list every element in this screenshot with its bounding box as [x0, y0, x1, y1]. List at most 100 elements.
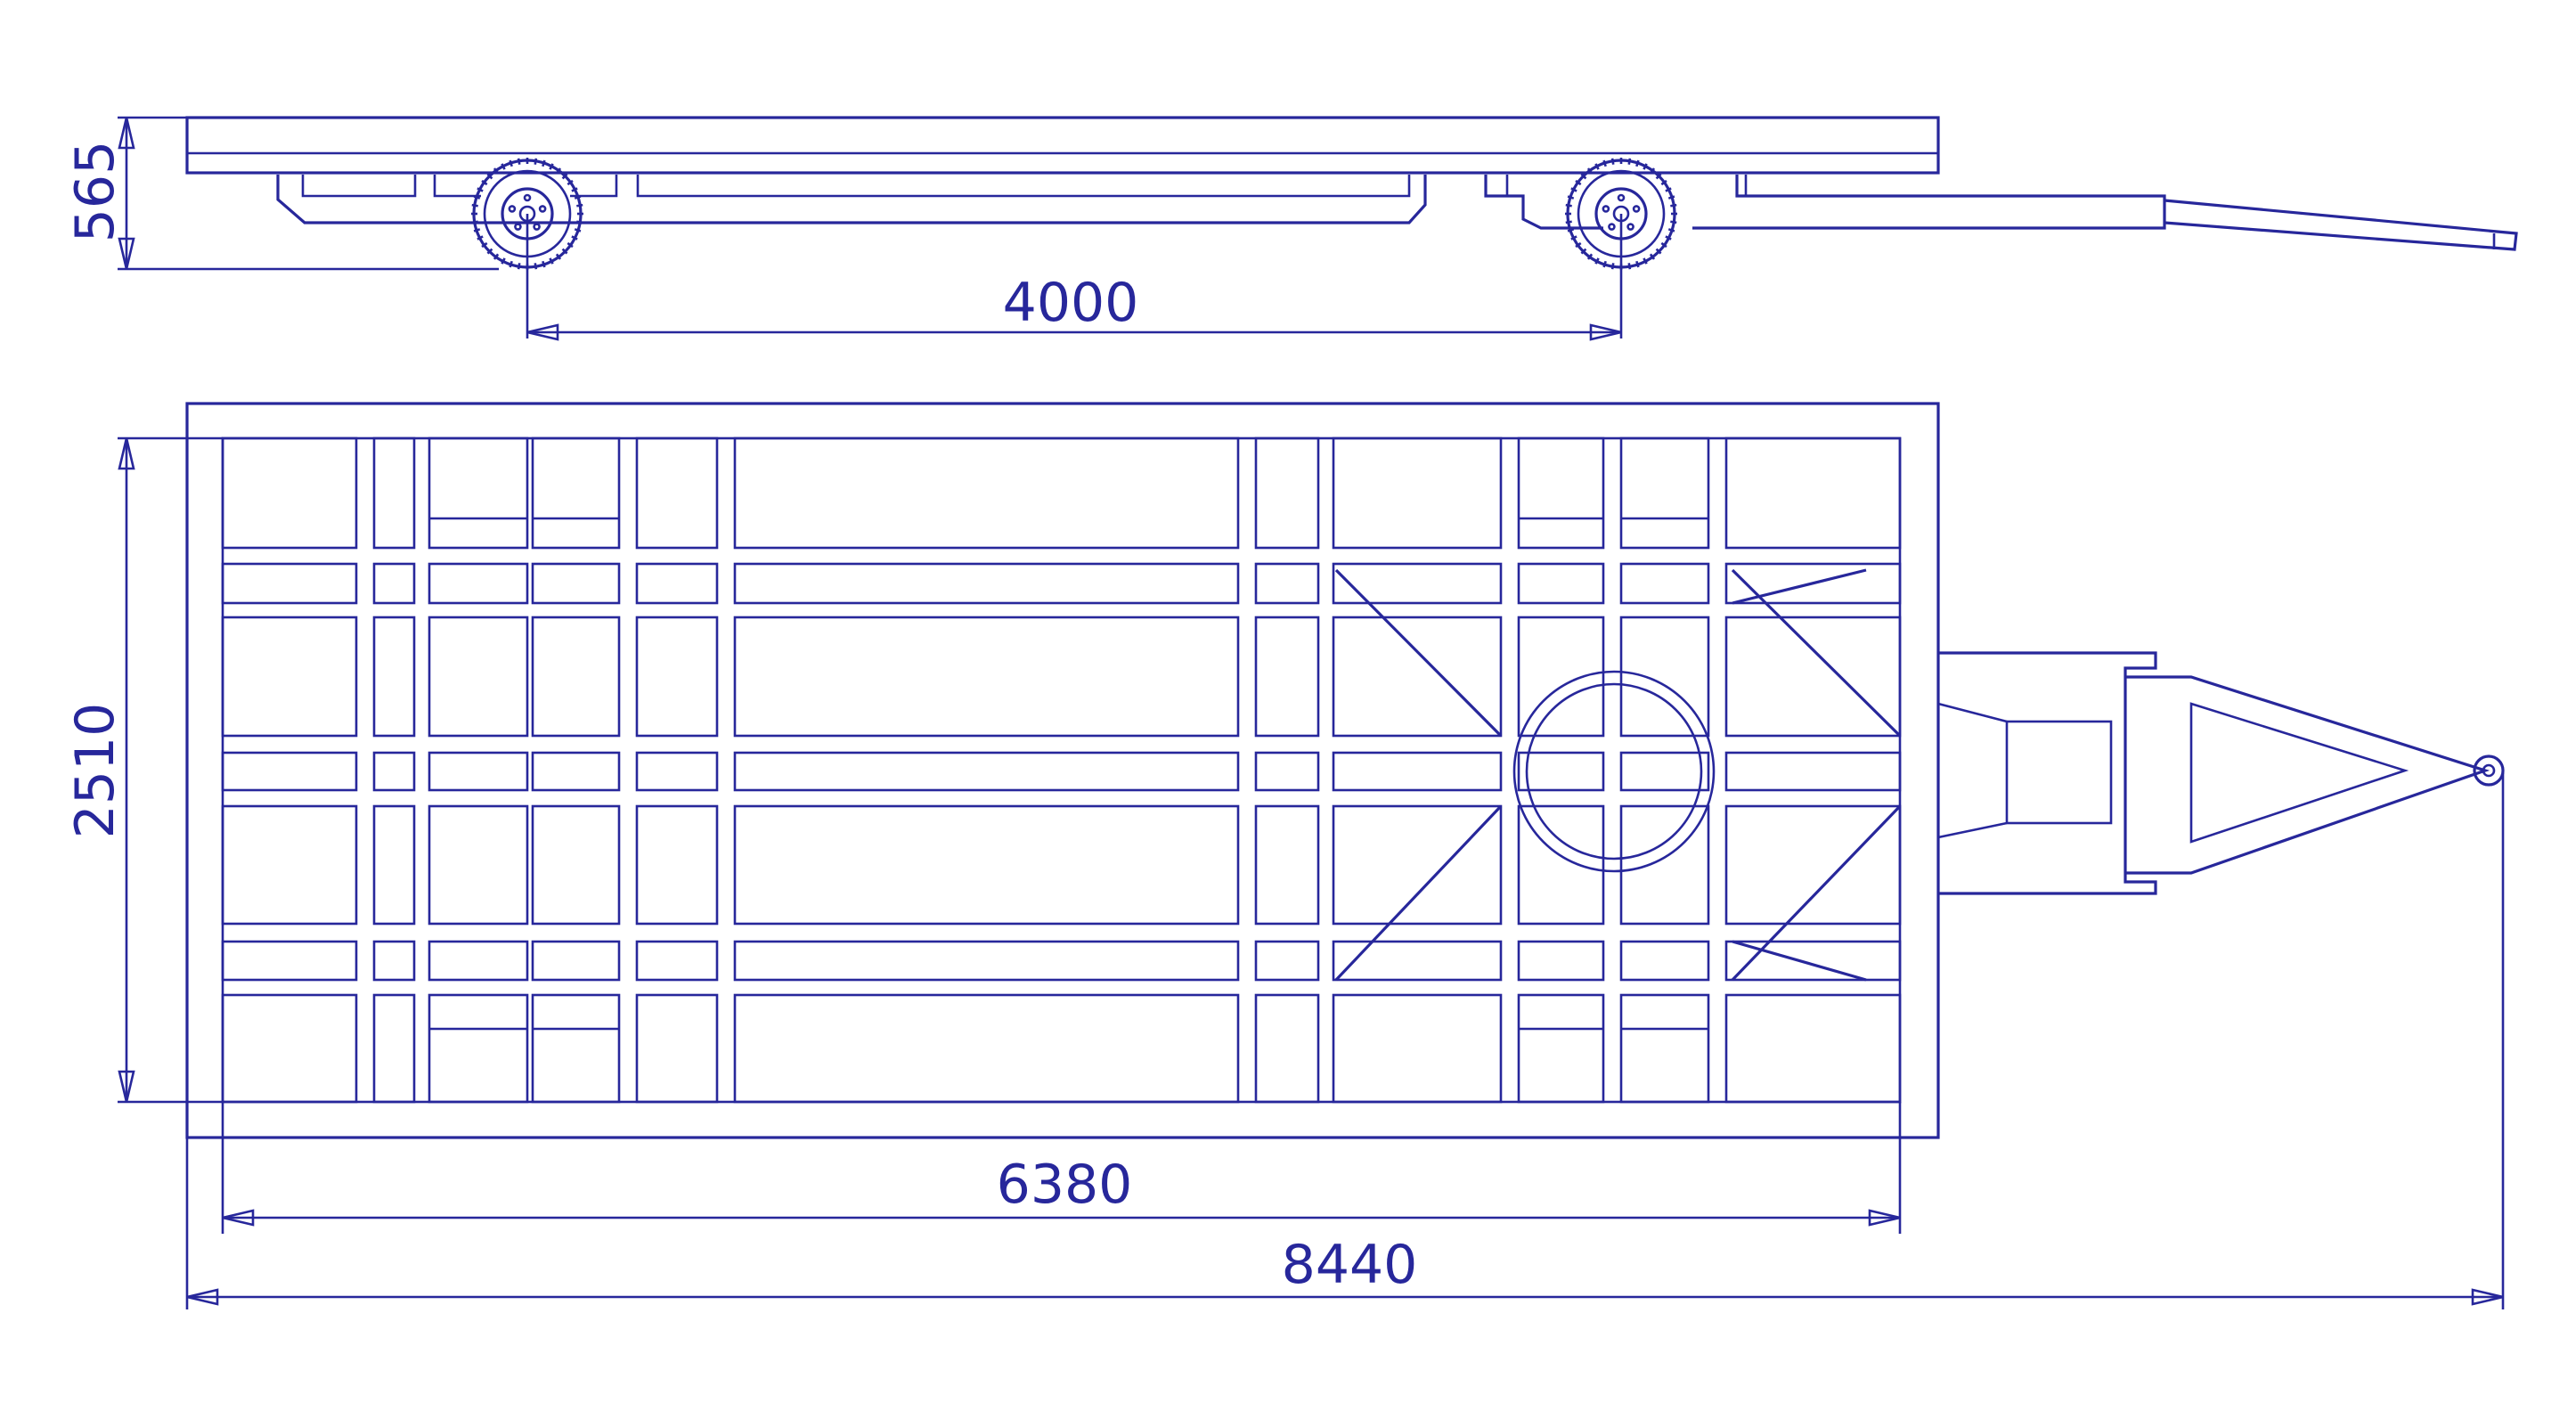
- deck-panel-r4-c9: [1619, 804, 1710, 926]
- deck-panel-r1-c4: [635, 562, 719, 605]
- deck-panel-r3-c1: [372, 751, 416, 792]
- deck-panel-r4-c4: [635, 804, 719, 926]
- front-wheel-tread: [517, 263, 521, 270]
- deck-panel-r1-c0: [221, 562, 358, 605]
- deck-panel-r4-c0: [221, 804, 358, 926]
- frame-box-2: [433, 175, 481, 198]
- deck-panel-r0-c6: [1254, 436, 1320, 550]
- front-wheel-tread: [509, 260, 513, 268]
- height-dim-arrow-bottom: [118, 237, 135, 270]
- front-wheel-tread: [555, 253, 562, 260]
- front-wheel-tread: [567, 241, 574, 249]
- deck-panel-r0-c9: [1619, 436, 1710, 550]
- rear-wheel-tread: [1565, 220, 1572, 224]
- deck-panel-r6-c8: [1517, 993, 1605, 1104]
- rear-wheel-tread: [1580, 173, 1587, 180]
- rear-wheel-tread: [1570, 235, 1577, 241]
- front-wheel-tread: [542, 159, 546, 167]
- deck-panel-r2-c6: [1254, 616, 1320, 738]
- deck-panel-r6-c7: [1332, 993, 1503, 1104]
- rear-wheel-tread: [1649, 167, 1656, 175]
- dimension-wheelbase-label: 4000: [1003, 272, 1139, 334]
- front-wheel-lug: [523, 193, 532, 202]
- deck-panel-r0-c0: [221, 436, 358, 550]
- dimension-height-label: 565: [64, 141, 126, 243]
- drawbar-triangle: [2125, 675, 2490, 875]
- dimension-overall-length-label: 8440: [1282, 1234, 1418, 1296]
- front-wheel-tread: [534, 158, 538, 165]
- front-wheel-tread: [517, 158, 521, 165]
- front-wheel-tread: [501, 257, 506, 265]
- diagonal-brace-5: [1732, 940, 1867, 982]
- deck-panel-r1-c7: [1332, 562, 1503, 605]
- rear-wheel-lug: [1626, 223, 1634, 231]
- deck-panel-r4-c5: [733, 804, 1240, 926]
- turntable-ring: [1512, 670, 1716, 873]
- rear-wheel-tread: [1610, 263, 1615, 270]
- deck-panel-r2-c8: [1517, 616, 1605, 738]
- deck-panel-r3-c6: [1254, 751, 1320, 792]
- overall-dim-arrow-right: [2471, 1288, 2504, 1306]
- rear-wheel-tread: [1649, 253, 1656, 260]
- rear-wheel-tread: [1643, 163, 1648, 170]
- rear-wheel-tread: [1667, 228, 1675, 232]
- rear-wheel-tread: [1670, 220, 1677, 224]
- rear-wheel-tread: [1665, 187, 1672, 192]
- wheelbase-dim-arrow-left: [526, 323, 559, 341]
- deck-panel-r0-c3: [531, 436, 621, 550]
- deck-panel-r6-c5: [733, 993, 1240, 1104]
- deck-panel-r5-c3: [531, 940, 621, 982]
- dimension-platform-length-label: 6380: [997, 1154, 1133, 1216]
- deck-panel-r0-c5: [733, 436, 1240, 550]
- rear-wheel-tread: [1655, 248, 1662, 255]
- front-wheel-tread: [549, 163, 554, 170]
- rear-wheel-tread: [1635, 260, 1640, 268]
- rear-wheel-tread: [1586, 253, 1594, 260]
- platform-deck-side: [185, 116, 1940, 175]
- deck-panel-r6-c1: [372, 993, 416, 1104]
- rear-wheel-tread: [1565, 203, 1572, 208]
- deck-panel-r0-c4: [635, 436, 719, 550]
- overall-dim-arrow-left: [186, 1288, 219, 1306]
- deck-panel-r6-c0: [221, 993, 358, 1104]
- width-dim-arrow-bottom: [118, 1070, 135, 1103]
- deck-panel-r0-c1: [372, 436, 416, 550]
- front-wheel-tread: [576, 203, 583, 208]
- deck-panel-r1-c2: [428, 562, 529, 605]
- rear-wheel-tread: [1602, 159, 1607, 167]
- front-wheel-tread: [493, 253, 500, 260]
- tow-eye-center: [2482, 763, 2496, 778]
- deck-panel-r4-c3: [531, 804, 621, 926]
- platform-dim-arrow-right: [1868, 1209, 1901, 1227]
- deck-panel-r2-c3: [531, 616, 621, 738]
- front-wheel-tread: [486, 248, 493, 255]
- rear-wheel-tread: [1643, 257, 1648, 265]
- rear-wheel-tread: [1602, 260, 1607, 268]
- front-wheel-tread: [473, 195, 481, 200]
- deck-panel-r1-c10: [1724, 562, 1902, 605]
- drawbar-beam: [1692, 175, 2166, 230]
- rear-wheel-tread: [1627, 158, 1632, 165]
- top-view: [185, 402, 2505, 1139]
- front-wheel-tread: [561, 173, 568, 180]
- front-wheel-tread: [477, 187, 484, 192]
- platform-outline: [185, 402, 1940, 1139]
- front-wheel-tread: [555, 167, 562, 175]
- deck-panel-r4-c2: [428, 804, 529, 926]
- diagonal-brace-1: [1334, 804, 1503, 982]
- rear-wheel-lug: [1617, 193, 1626, 202]
- rear-wheel-tread: [1567, 228, 1575, 232]
- rear-wheel-tread: [1570, 187, 1577, 192]
- rear-wheel-tread: [1635, 159, 1640, 167]
- front-wheel-lug: [533, 223, 541, 231]
- side-view: [185, 116, 2518, 270]
- deck-panel-r2-c10: [1724, 616, 1902, 738]
- rear-wheel-tread: [1594, 163, 1600, 170]
- deck-panel-r0-c8: [1517, 436, 1605, 550]
- frame-box-4: [636, 175, 1411, 198]
- deck-panel-r6-c10: [1724, 993, 1902, 1104]
- front-frame-beam: [276, 175, 1427, 224]
- deck-panel-r2-c7: [1332, 616, 1503, 738]
- dimension-lines: [118, 116, 2505, 1309]
